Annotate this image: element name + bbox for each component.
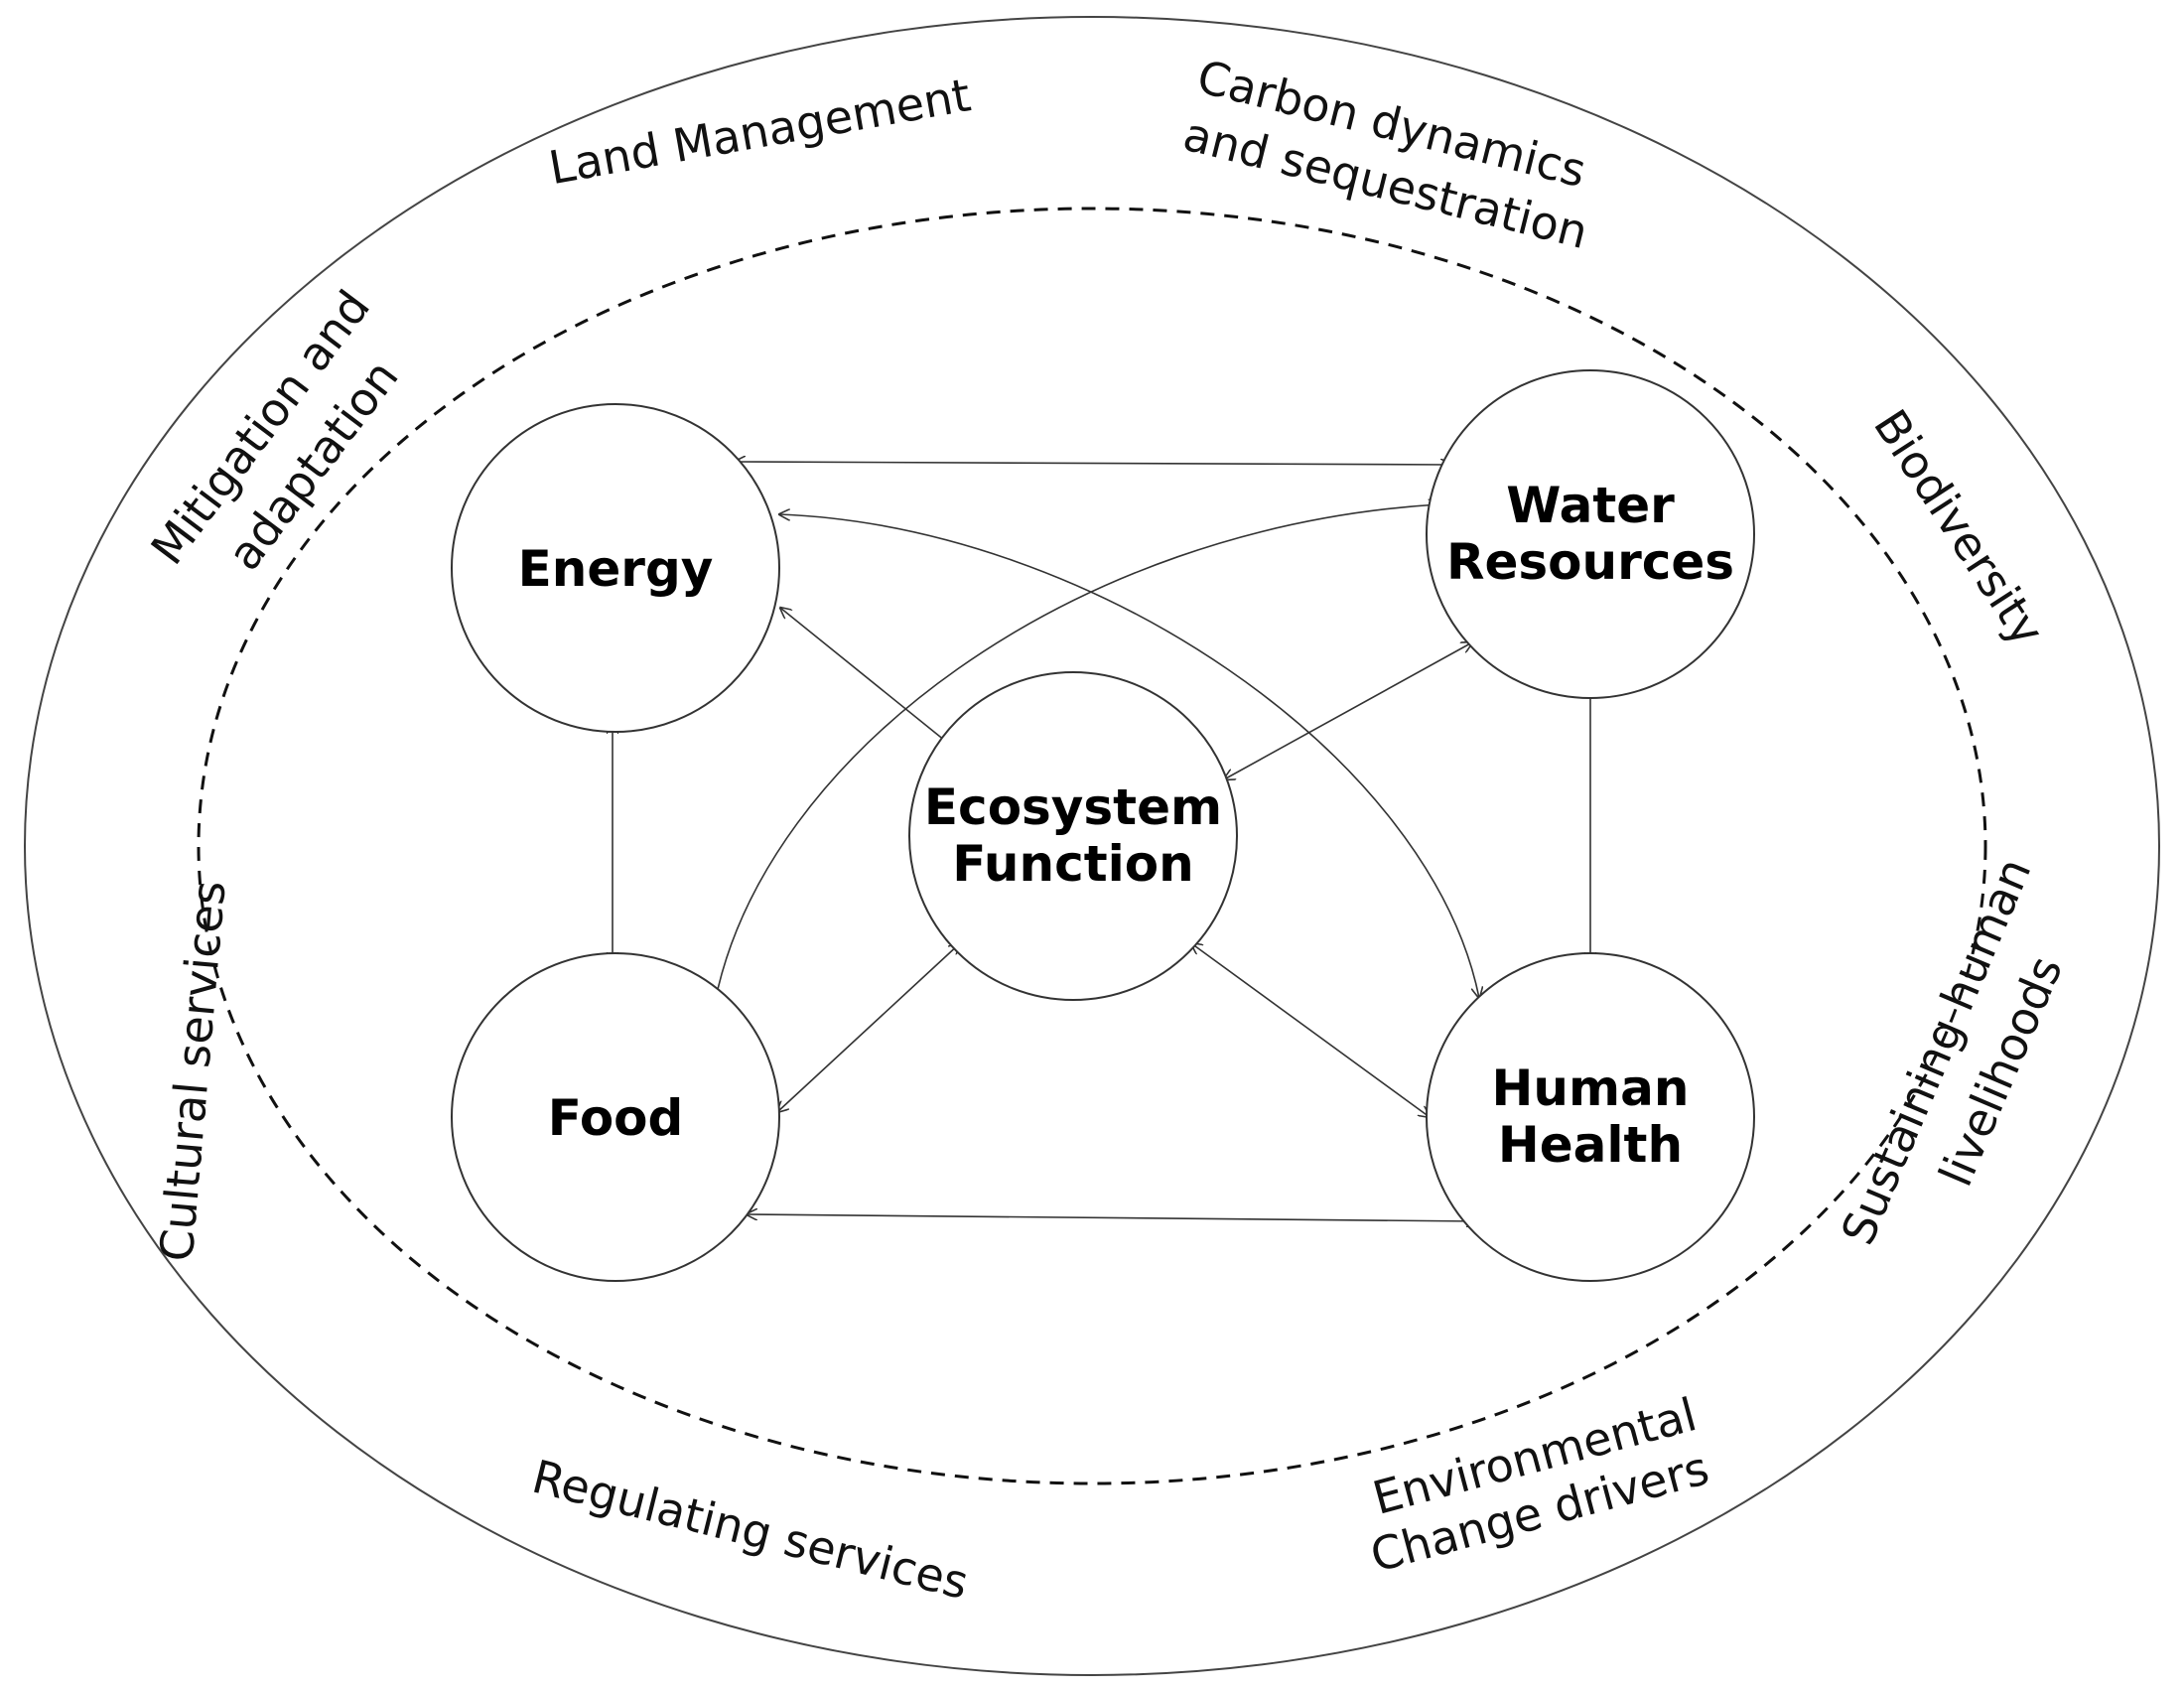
label-biodiversity: Biodiversity — [1863, 400, 2055, 655]
link-food-ecosystem — [777, 943, 960, 1112]
outer-ellipse — [24, 16, 2160, 1676]
link-energy-water — [735, 462, 1451, 465]
node-food: Food — [451, 952, 780, 1282]
node-health-circle — [1426, 952, 1755, 1282]
link-health-ecosystem — [1191, 943, 1430, 1117]
link-food-health — [747, 1214, 1477, 1221]
label-regulating-services: Regulating services — [527, 1450, 974, 1610]
node-food-label: Food — [548, 1089, 684, 1147]
node-water-label-line1: Water — [1506, 477, 1675, 534]
node-ecosystem-circle — [908, 671, 1238, 1001]
node-health-label-line2: Health — [1498, 1116, 1683, 1174]
links — [613, 462, 1590, 1221]
label-cultural-services: Cultural services — [149, 879, 235, 1264]
node-ecosystem-function: Ecosystem Function — [908, 671, 1238, 1001]
node-energy: Energy — [451, 403, 780, 733]
node-health-label-line1: Human — [1492, 1059, 1690, 1117]
label-land-management: Land Management — [545, 68, 975, 195]
node-water-circle — [1426, 369, 1755, 699]
node-human-health: Human Health — [1426, 952, 1755, 1282]
node-water-label-line2: Resources — [1446, 533, 1734, 591]
node-ecosystem-label-line2: Function — [952, 835, 1193, 893]
link-energy-ecosystem — [780, 608, 950, 745]
node-food-circle — [451, 952, 780, 1282]
inner-dashed-ellipse — [197, 207, 1987, 1485]
link-food-water — [715, 504, 1439, 1003]
node-energy-label: Energy — [518, 540, 714, 598]
link-water-ecosystem — [1224, 642, 1472, 779]
node-ecosystem-label-line1: Ecosystem — [924, 778, 1222, 836]
node-water-resources: Water Resources — [1426, 369, 1755, 699]
node-energy-circle — [451, 403, 780, 733]
